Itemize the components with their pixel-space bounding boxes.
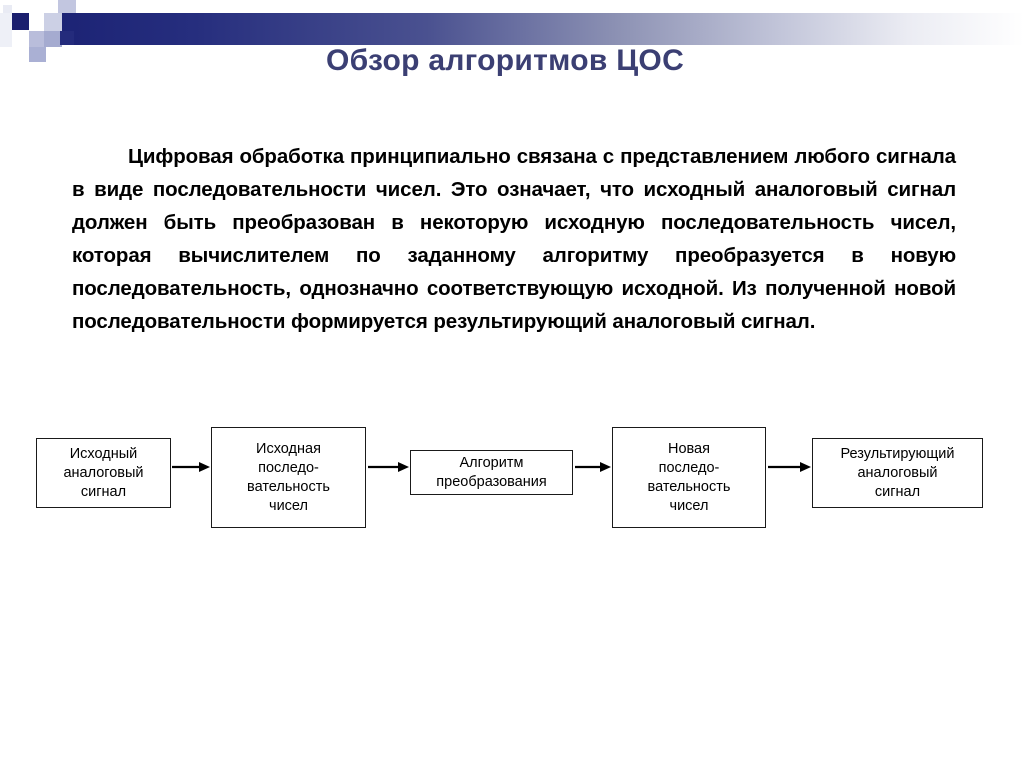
flow-node-label: Исходный аналоговый сигнал — [63, 445, 144, 500]
decorative-square-cluster — [0, 0, 80, 62]
flow-node-n4: Новая последо- вательность чисел — [612, 427, 766, 528]
arrow-right-icon — [575, 462, 611, 472]
flow-node-label: Результирующий аналоговый сигнал — [840, 445, 955, 500]
flow-arrow-a4 — [768, 461, 811, 473]
flow-node-n2: Исходная последо- вательность чисел — [211, 427, 366, 528]
dsp-flow-diagram: Исходный аналоговый сигнал Исходная после… — [0, 410, 1024, 535]
flow-node-n1: Исходный аналоговый сигнал — [36, 438, 171, 508]
square-mid-2 — [58, 0, 76, 13]
page-title: Обзор алгоритмов ЦОС — [325, 44, 685, 77]
arrow-right-icon — [368, 462, 409, 472]
square-dark-navy — [12, 13, 29, 30]
flow-arrow-a2 — [368, 461, 409, 473]
square-pale-2 — [0, 13, 12, 47]
square-light-2 — [44, 13, 62, 31]
flow-node-label: Новая последо- вательность чисел — [647, 440, 731, 514]
header-gradient-banner — [60, 13, 1024, 45]
arrow-right-icon — [768, 462, 811, 472]
body-paragraph: Цифровая обработка принципиально связана… — [72, 145, 956, 333]
slide-header: Обзор алгоритмов ЦОС — [0, 0, 1024, 100]
square-soft-1 — [29, 47, 46, 62]
square-mid-1 — [44, 31, 62, 47]
square-pale-1 — [3, 5, 12, 13]
flow-node-n3: Алгоритм преобразования — [410, 450, 573, 495]
arrow-right-icon — [172, 462, 210, 472]
flow-arrow-a1 — [172, 461, 210, 473]
square-light-1 — [29, 31, 46, 47]
flow-node-label: Алгоритм преобразования — [436, 454, 547, 490]
square-navy-2 — [60, 31, 74, 45]
flow-arrow-a3 — [575, 461, 611, 473]
flow-node-label: Исходная последо- вательность чисел — [247, 440, 330, 514]
flow-node-n5: Результирующий аналоговый сигнал — [812, 438, 983, 508]
